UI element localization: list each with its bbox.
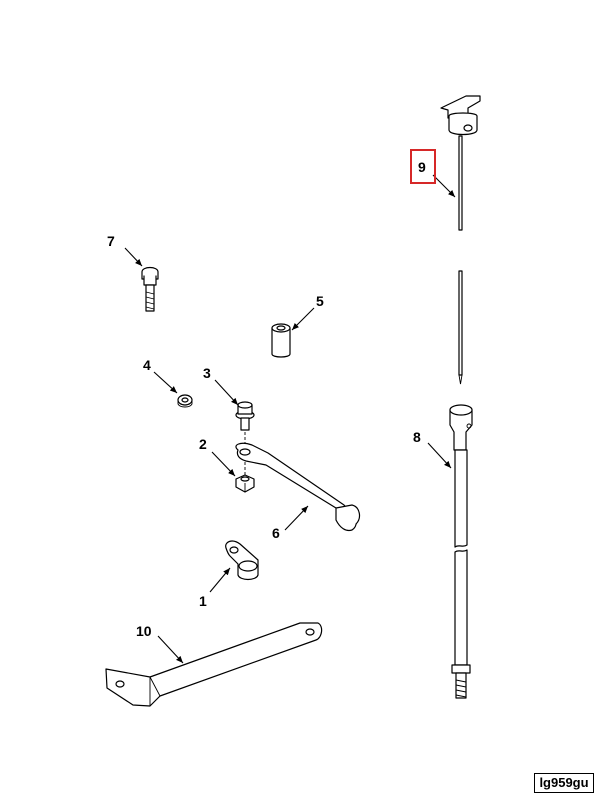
callout-5: 5 [316, 293, 324, 309]
callout-3: 3 [203, 365, 211, 381]
part-4-nut [177, 394, 193, 408]
callout-7: 7 [107, 233, 115, 249]
part-9-dipstick [440, 95, 481, 385]
callout-labels: 1 2 3 4 5 6 7 8 9 10 [107, 149, 436, 639]
callout-10: 10 [136, 623, 152, 639]
part-5-spacer [271, 323, 291, 358]
part-8-dipstick-tube [449, 404, 473, 699]
callout-9-highlight-box [410, 149, 436, 184]
callout-8: 8 [413, 429, 421, 445]
part-1-clip [225, 540, 259, 581]
part-2-nut [235, 474, 255, 493]
callout-4: 4 [143, 357, 151, 373]
callout-1: 1 [199, 593, 207, 609]
part-10-bar [105, 622, 323, 707]
part-3-flange-bolt [235, 401, 255, 475]
part-7-bolt [141, 266, 159, 312]
callout-9: 9 [418, 159, 426, 175]
figure-code-label: lg959gu [534, 773, 594, 793]
callout-2: 2 [199, 436, 207, 452]
callout-leaders [124, 174, 456, 664]
callout-6: 6 [272, 525, 280, 541]
part-6-bracket [235, 442, 361, 532]
